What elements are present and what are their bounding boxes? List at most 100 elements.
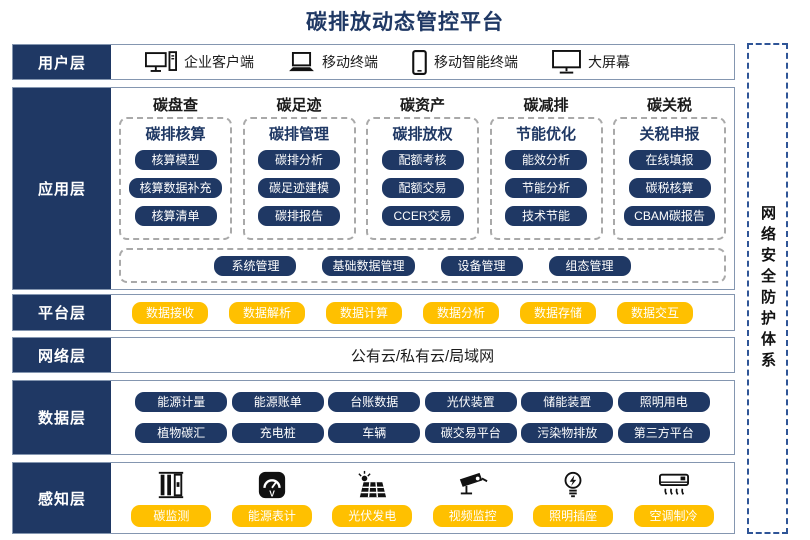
data-source-button: 碳交易平台 bbox=[424, 423, 517, 443]
enterprise-client-icon bbox=[145, 50, 177, 74]
user-item-label: 移动终端 bbox=[322, 54, 378, 70]
app-column-carbon-footprint: 碳足迹 碳排管理 碳排分析 碳足迹建模 碳排报告 bbox=[242, 93, 356, 240]
data-source-button: 能源计量 bbox=[135, 392, 228, 412]
platform-button: 数据解析 bbox=[228, 301, 305, 324]
solar-power-icon bbox=[356, 470, 388, 500]
app-column-box: 碳排核算 核算模型 核算数据补充 核算清单 bbox=[119, 117, 232, 240]
application-columns: 碳盘查 碳排核算 核算模型 核算数据补充 核算清单 碳足迹 碳排管理 碳排分析 … bbox=[119, 93, 726, 240]
air-conditioner-icon bbox=[658, 470, 690, 500]
app-column-carbon-asset: 碳资产 碳排放权 配额考核 配额交易 CCER交易 bbox=[366, 93, 479, 240]
app-common-management-box: 系统管理 基础数据管理 设备管理 组态管理 bbox=[119, 248, 726, 283]
app-module-button: 核算数据补充 bbox=[129, 178, 222, 198]
perception-button: 光伏发电 bbox=[332, 504, 413, 527]
layer-row-user: 用户层 企业客户端 移动终端 移动智能终端 bbox=[12, 44, 735, 80]
app-column-header: 碳关税 bbox=[646, 97, 692, 114]
data-source-button: 植物碳汇 bbox=[135, 423, 228, 443]
data-source-button: 污染物排放 bbox=[521, 423, 614, 443]
app-column-box: 节能优化 能效分析 节能分析 技术节能 bbox=[489, 117, 603, 240]
app-common-button: 系统管理 bbox=[214, 255, 297, 276]
user-item-smartphone: 移动智能终端 bbox=[412, 49, 518, 75]
user-layer-content: 企业客户端 移动终端 移动智能终端 大屏幕 bbox=[111, 45, 734, 79]
app-module-button: 配额交易 bbox=[381, 178, 464, 198]
platform-button: 数据计算 bbox=[325, 301, 402, 324]
data-source-button: 第三方平台 bbox=[617, 423, 710, 443]
platform-layer-content: 数据接收 数据解析 数据计算 数据分析 数据存储 数据交互 bbox=[111, 295, 734, 330]
perception-item-air-conditioner: 空调制冷 bbox=[633, 470, 714, 527]
app-column-subheader: 碳排放权 bbox=[392, 126, 453, 143]
app-common-button: 组态管理 bbox=[548, 255, 631, 276]
cctv-camera-icon bbox=[457, 470, 489, 500]
app-column-header: 碳减排 bbox=[523, 97, 569, 114]
energy-meter-icon: V bbox=[257, 470, 287, 500]
app-module-button: 在线填报 bbox=[628, 150, 711, 170]
user-item-big-screen: 大屏幕 bbox=[552, 49, 630, 75]
layer-row-network: 网络层 公有云/私有云/局域网 bbox=[12, 337, 735, 373]
security-panel: 网络安全防护体系 bbox=[747, 43, 788, 534]
app-module-button: CBAM碳报告 bbox=[624, 206, 715, 226]
carbon-monitor-icon bbox=[156, 470, 186, 500]
network-layer-text: 公有云/私有云/局域网 bbox=[350, 347, 495, 365]
layer-label-application: 应用层 bbox=[13, 88, 111, 289]
perception-button: 空调制冷 bbox=[633, 504, 714, 527]
layer-row-perception: 感知层 碳监测 V 能源表计 光伏发电 bbox=[12, 462, 735, 534]
app-common-button: 基础数据管理 bbox=[322, 255, 415, 276]
layer-label-network: 网络层 bbox=[13, 338, 111, 372]
perception-button: 能源表计 bbox=[231, 504, 312, 527]
app-column-carbon-reduction: 碳减排 节能优化 能效分析 节能分析 技术节能 bbox=[489, 93, 603, 240]
app-column-box: 碳排放权 配额考核 配额交易 CCER交易 bbox=[366, 117, 479, 240]
user-item-label: 企业客户端 bbox=[184, 54, 254, 70]
app-module-button: 碳足迹建模 bbox=[258, 178, 340, 198]
layer-row-platform: 平台层 数据接收 数据解析 数据计算 数据分析 数据存储 数据交互 bbox=[12, 294, 735, 331]
app-module-button: 能效分析 bbox=[505, 150, 587, 170]
smartphone-icon bbox=[412, 49, 427, 75]
platform-button: 数据交互 bbox=[616, 301, 693, 324]
layer-row-data: 数据层 能源计量 能源账单 台账数据 光伏装置 储能装置 照明用电 植物碳汇 充… bbox=[12, 380, 735, 455]
layer-label-data: 数据层 bbox=[13, 381, 111, 454]
perception-item-cctv-camera: 视频监控 bbox=[432, 470, 513, 527]
app-column-header: 碳资产 bbox=[399, 97, 445, 114]
app-module-button: 碳税核算 bbox=[628, 178, 711, 198]
light-socket-icon bbox=[560, 470, 586, 500]
laptop-icon bbox=[288, 51, 315, 73]
app-column-header: 碳盘查 bbox=[152, 97, 198, 114]
app-module-button: 核算清单 bbox=[134, 206, 217, 226]
data-source-button: 能源账单 bbox=[231, 392, 324, 412]
data-layer-content: 能源计量 能源账单 台账数据 光伏装置 储能装置 照明用电 植物碳汇 充电桩 车… bbox=[111, 381, 734, 454]
data-source-button: 光伏装置 bbox=[424, 392, 517, 412]
app-column-carbon-tariff: 碳关税 关税申报 在线填报 碳税核算 CBAM碳报告 bbox=[613, 93, 726, 240]
app-column-box: 关税申报 在线填报 碳税核算 CBAM碳报告 bbox=[613, 117, 726, 240]
perception-layer-content: 碳监测 V 能源表计 光伏发电 视频监控 bbox=[111, 463, 734, 533]
user-item-laptop: 移动终端 bbox=[288, 51, 378, 73]
layer-label-user: 用户层 bbox=[13, 45, 111, 79]
layer-label-platform: 平台层 bbox=[13, 295, 111, 330]
perception-item-solar-power: 光伏发电 bbox=[332, 470, 413, 527]
app-module-button: 碳排分析 bbox=[258, 150, 340, 170]
app-module-button: 配额考核 bbox=[381, 150, 464, 170]
data-source-button: 照明用电 bbox=[617, 392, 710, 412]
perception-item-light-socket: 照明插座 bbox=[533, 470, 614, 527]
app-module-button: 核算模型 bbox=[134, 150, 217, 170]
page-title: 碳排放动态管控平台 bbox=[306, 11, 504, 34]
platform-button: 数据分析 bbox=[422, 301, 499, 324]
user-item-label: 大屏幕 bbox=[588, 54, 630, 70]
data-source-button: 车辆 bbox=[328, 423, 421, 443]
data-source-button: 充电桩 bbox=[231, 423, 324, 443]
application-layer-content: 碳盘查 碳排核算 核算模型 核算数据补充 核算清单 碳足迹 碳排管理 碳排分析 … bbox=[111, 88, 734, 289]
app-module-button: 碳排报告 bbox=[258, 206, 340, 226]
app-column-subheader: 关税申报 bbox=[639, 126, 700, 143]
data-source-button: 储能装置 bbox=[521, 392, 614, 412]
app-column-subheader: 节能优化 bbox=[515, 126, 576, 143]
app-module-button: 节能分析 bbox=[505, 178, 587, 198]
perception-button: 视频监控 bbox=[432, 504, 513, 527]
app-common-button: 设备管理 bbox=[440, 255, 523, 276]
app-column-header: 碳足迹 bbox=[276, 97, 322, 114]
platform-button: 数据存储 bbox=[519, 301, 596, 324]
layer-label-perception: 感知层 bbox=[13, 463, 111, 533]
app-column-subheader: 碳排核算 bbox=[145, 126, 206, 143]
security-panel-text: 网络安全防护体系 bbox=[759, 204, 776, 373]
platform-button: 数据接收 bbox=[131, 301, 208, 324]
big-screen-icon bbox=[552, 49, 581, 75]
data-source-button: 台账数据 bbox=[328, 392, 421, 412]
perception-item-energy-meter: V 能源表计 bbox=[231, 470, 312, 527]
